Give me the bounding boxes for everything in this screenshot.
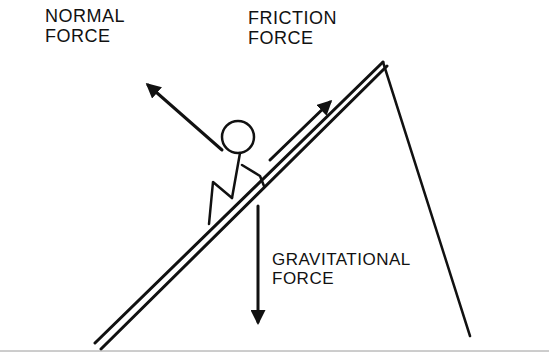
figure-head	[222, 121, 254, 153]
force-label: GRAVITATIONAL FORCE	[272, 250, 452, 288]
figure-arm	[242, 165, 264, 186]
normal-force-arrow	[148, 85, 222, 150]
gravity-force-arrow	[257, 206, 260, 322]
force-label: FRICTION FORCE	[248, 8, 358, 48]
friction-force-arrow	[270, 102, 330, 160]
figure-legs	[209, 182, 232, 224]
force-label: NORMAL FORCE	[45, 6, 150, 46]
slide-rail	[101, 66, 387, 349]
figure-torso	[232, 153, 240, 198]
slide-rail	[95, 62, 383, 343]
slide-support	[383, 62, 470, 336]
frame-line	[0, 351, 549, 352]
